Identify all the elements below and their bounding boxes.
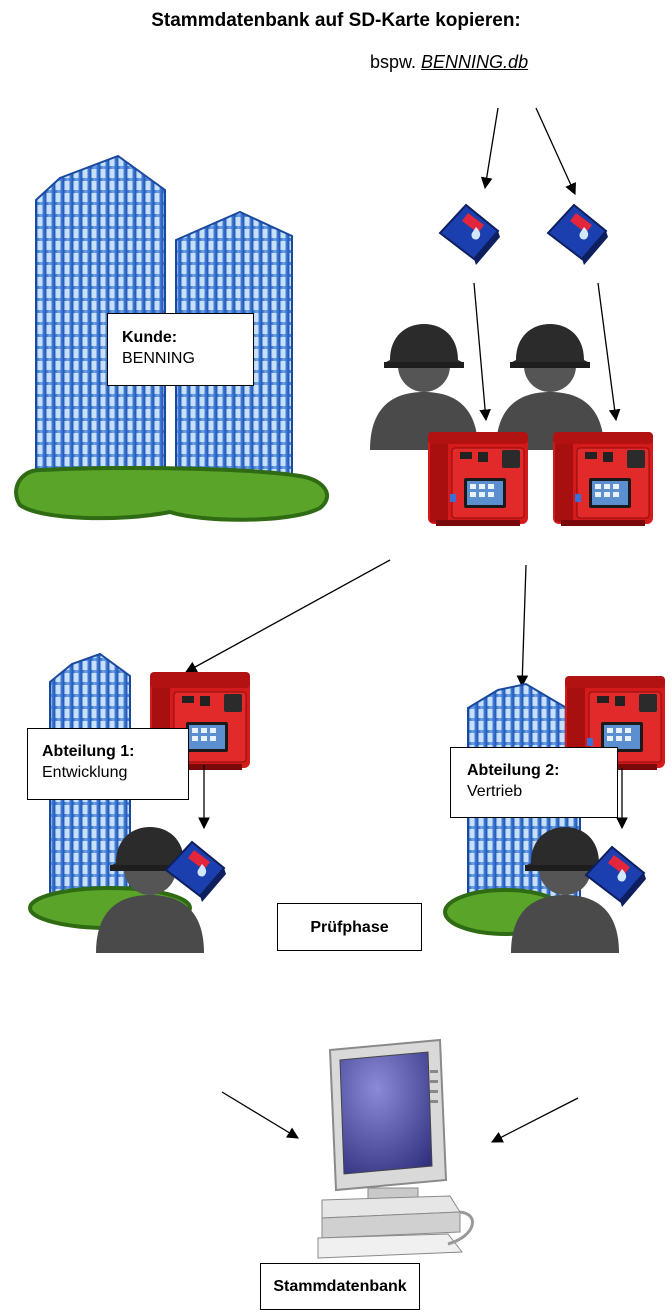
arrow-sdcard-to-device-left — [473, 282, 491, 422]
arrow-sdcard-to-device-right — [597, 282, 621, 422]
test-device-icon — [427, 431, 529, 527]
master-database-box: Stammdatenbank — [260, 1263, 420, 1310]
department-1-label: Abteilung 1: — [42, 743, 135, 760]
customer-box: Kunde: BENNING — [107, 313, 254, 386]
worker-icon — [496, 324, 604, 450]
department-1-name: Entwicklung — [42, 764, 128, 781]
department-2-label: Abteilung 2: — [467, 762, 560, 779]
customer-name: BENNING — [122, 350, 195, 367]
computer-icon — [317, 1038, 474, 1259]
department-2-box: Abteilung 2: Vertrieb — [450, 747, 618, 818]
sd-card-icon — [439, 204, 501, 266]
customer-buildings-icon — [14, 154, 329, 522]
customer-label: Kunde: — [122, 329, 178, 346]
example-file-link: BENNING.db — [421, 52, 529, 72]
example-filename: bspw. BENNING.db — [370, 52, 528, 73]
page-title: Stammdatenbank auf SD-Karte kopieren: — [151, 10, 521, 31]
department-2-name: Vertrieb — [467, 783, 523, 800]
arrow-to-sdcard-right — [535, 107, 576, 196]
example-prefix: bspw. — [370, 52, 417, 72]
sd-card-icon — [547, 204, 609, 266]
arrow-to-sdcard-left — [480, 107, 499, 190]
test-phase-box: Prüfphase — [277, 903, 422, 951]
arrow-sdcard-to-computer-left — [221, 1091, 300, 1139]
worker-icon — [370, 324, 478, 450]
department-1-box: Abteilung 1: Entwicklung — [27, 728, 189, 800]
arrow-sdcard-to-computer-right — [490, 1097, 579, 1143]
arrow-to-department-2 — [516, 564, 529, 688]
test-device-icon — [552, 431, 654, 527]
arrow-to-department-1 — [184, 559, 391, 673]
